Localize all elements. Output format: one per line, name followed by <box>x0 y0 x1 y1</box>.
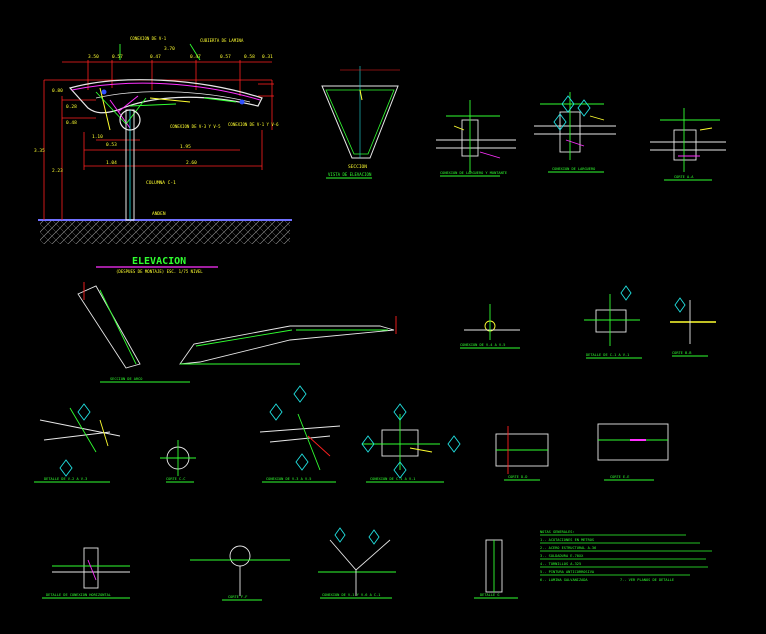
dim-top-5: 0.58 <box>244 54 255 60</box>
callout-0: CONEXION DE V-1 <box>130 36 167 41</box>
dimension-frame <box>43 60 274 220</box>
column-node <box>119 109 141 131</box>
dim-top-4: 0.57 <box>220 54 231 60</box>
callout-1: CUBIERTA DE LAMINA <box>200 38 244 43</box>
detail-group-top-right <box>436 92 726 181</box>
view-title-6: DETALLE DE C-1 A V-1 <box>586 353 629 357</box>
general-notes: NOTAS GENERALES: 1.- ACOTACIONES EN METR… <box>540 530 712 582</box>
view-title-1: CONEXION DE LARGUERO Y MONTANTE <box>440 171 507 175</box>
dim-top-2: 0.47 <box>150 54 161 60</box>
section-label: SECCION <box>348 164 367 170</box>
note-5: 5.- PINTURA ANTICORROSIVA <box>540 570 595 574</box>
note-2: 2.- ACERO ESTRUCTURAL A-36 <box>540 546 596 550</box>
dim-left-3: 0.28 <box>66 104 77 110</box>
long-elevation-view <box>77 282 397 383</box>
detail-group-middle-right <box>460 285 716 359</box>
detail-row-3 <box>34 385 669 483</box>
view-title-2: CONEXION DE LARGUERO <box>552 167 595 171</box>
note-6: 6.- LAMINA GALVANIZADA <box>540 578 588 582</box>
view-title-3: CORTE A-A <box>674 175 694 179</box>
canopy-inner <box>95 91 251 103</box>
detail-row-4 <box>42 527 518 601</box>
note-7: 7.- VER PLANOS DE DETALLE <box>620 578 674 582</box>
note-3: 3.- SOLDADURA E-70XX <box>540 554 584 558</box>
arch-section-view: SECCION VISTA DE ELEVACION <box>321 66 400 179</box>
view-title-17: DETALLE G <box>480 593 499 597</box>
note-1: 1.- ACOTACIONES EN METROS <box>540 538 594 542</box>
view-title-0: VISTA DE ELEVACION <box>328 172 372 177</box>
elevation-title: ELEVACION <box>132 256 186 267</box>
elevation-subtitle: (DESPUES DE MONTAJE) ESC. 1/75 NIVEL <box>116 269 203 274</box>
dim-top-1: 0.57 <box>112 54 123 60</box>
dim-left-0: 3.35 <box>34 148 45 154</box>
canopy-truss <box>71 82 261 101</box>
view-title-7: CORTE B-B <box>672 351 691 355</box>
ground-hatch <box>40 220 290 244</box>
dim-left-1: 2.23 <box>52 168 63 174</box>
canopy-arch <box>68 79 263 114</box>
callout-3: CONEXION DE V-1 Y V-6 <box>228 122 279 127</box>
dim-top-6: 0.31 <box>262 54 273 60</box>
callout-2: CONEXION DE V-3 Y V-5 <box>170 124 221 129</box>
dim-top-3: 0.47 <box>190 54 201 60</box>
ground-label: ANDEN <box>152 211 166 217</box>
view-title-13: CORTE E-E <box>610 475 629 479</box>
main-elevation: 3.50 0.57 0.47 0.47 0.57 0.58 0.31 3.70 … <box>34 36 292 244</box>
view-title-4: SECCION DE ARCO <box>110 377 142 381</box>
view-title-11: CONEXION DE C-1 A V-1 <box>370 477 415 481</box>
dim-top-0: 3.50 <box>88 54 99 60</box>
note-4: 4.- TORNILLOS A-325 <box>540 562 581 566</box>
dim-mid-0: 1.10 <box>92 134 103 140</box>
dim-mid-1: 0.53 <box>106 142 117 148</box>
note-0: NOTAS GENERALES: <box>540 530 575 534</box>
view-title-15: CORTE F-F <box>228 595 247 599</box>
column-label: COLUMNA C-1 <box>146 180 176 186</box>
view-title-9: CORTE C-C <box>166 477 185 481</box>
view-title-12: CORTE D-D <box>508 475 527 479</box>
elevation-title-block: ELEVACION (DESPUES DE MONTAJE) ESC. 1/75… <box>96 256 218 274</box>
view-title-16: CONEXION DE V-1 Y V-6 A C-1 <box>322 593 380 597</box>
dim-left-2: 0.80 <box>52 88 63 94</box>
dim-top-7: 3.70 <box>164 46 175 52</box>
dim-mid-2: 1.95 <box>180 144 191 150</box>
dim-mid-4: 2.60 <box>186 160 197 166</box>
dim-mid-3: 1.04 <box>106 160 117 166</box>
view-title-8: DETALLE DE V-2 A V-3 <box>44 477 87 481</box>
dim-left-4: 0.48 <box>66 120 77 126</box>
view-title-5: CONEXION DE V-4 A V-5 <box>460 343 505 347</box>
view-title-10: CONEXION DE V-3 A V-5 <box>266 477 311 481</box>
view-title-14: DETALLE DE CONEXION HORIZONTAL <box>46 593 111 597</box>
